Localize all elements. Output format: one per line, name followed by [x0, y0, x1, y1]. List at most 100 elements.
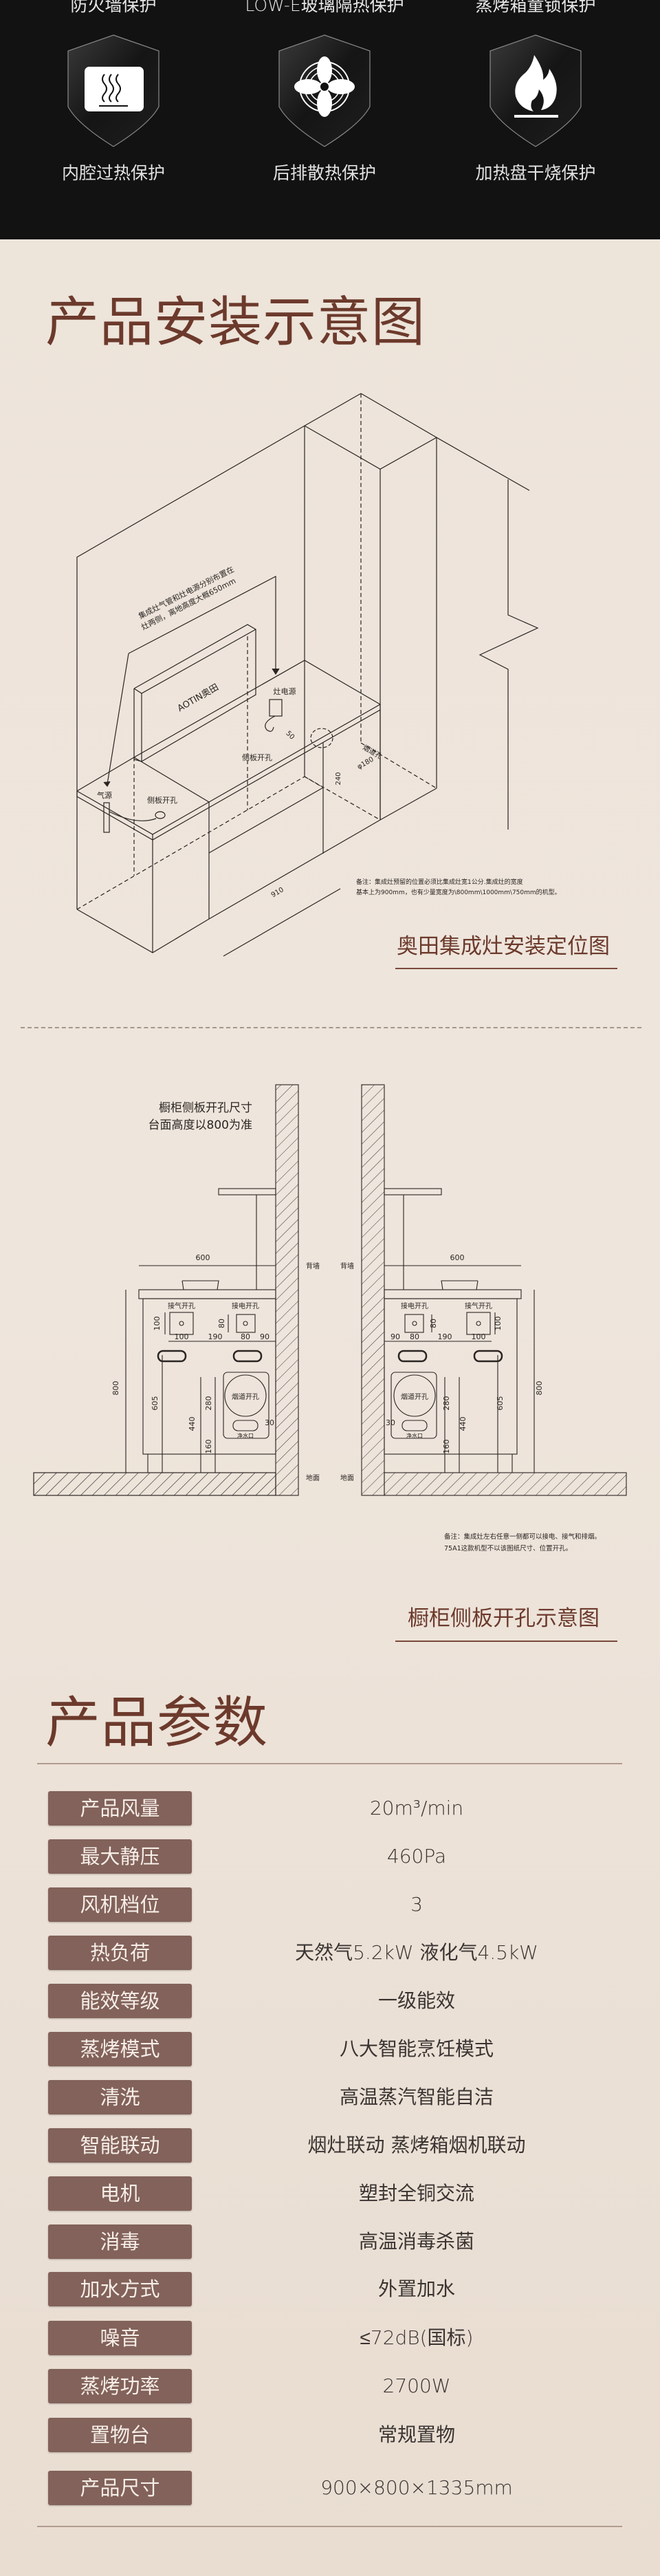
- diagram-label: 接气开孔: [465, 1301, 492, 1310]
- flue-plate: [390, 1372, 437, 1439]
- gas-hole: [466, 1312, 491, 1335]
- hole-dot: [476, 1321, 481, 1326]
- floor-hatch: [384, 1472, 627, 1496]
- diagram-label: 侧板开孔: [147, 795, 177, 805]
- shield-flame-icon: [490, 34, 582, 147]
- install-title: 产品安装示意图: [45, 292, 426, 354]
- drawing-line: [436, 437, 530, 491]
- hidden-line: [304, 776, 324, 788]
- param-value: 2700W: [382, 2374, 451, 2397]
- vent-slot: [473, 1350, 503, 1363]
- section-divider: [21, 1027, 641, 1028]
- cabinet-heading: 台面高度以800为准: [148, 1118, 252, 1132]
- param-value: 3: [410, 1893, 423, 1916]
- param-value: 460Pa: [386, 1845, 447, 1868]
- floor-hatch: [33, 1472, 276, 1496]
- drawing-line: [208, 787, 324, 854]
- remark-text: 基本上为900mm，也有少量宽度为\800mm\1000mm\750mm的机型。: [356, 888, 561, 896]
- dim-label: 605: [151, 1396, 160, 1411]
- wall-hatch: [361, 1084, 385, 1496]
- burner-icon: [182, 1280, 219, 1290]
- socket-icon: [269, 699, 283, 717]
- dim-label: 440: [459, 1417, 468, 1431]
- params-bottom-rule: [37, 2526, 622, 2527]
- drawing-line: [76, 704, 381, 841]
- param-row: 置物台常规置物: [0, 2418, 660, 2452]
- param-label: 噪音: [48, 2321, 192, 2355]
- param-label: 电机: [48, 2176, 192, 2211]
- vent-slot: [232, 1350, 263, 1363]
- dim-label: 190: [438, 1332, 452, 1341]
- dim-label: 100: [472, 1332, 486, 1341]
- param-value: 天然气5.2kW 液化气4.5kW: [295, 1941, 538, 1964]
- side-hole: [155, 811, 166, 819]
- cabinet-body: [384, 1298, 518, 1455]
- feature-label: 后排散热保护: [272, 163, 376, 183]
- diagram-label: 侧板开孔: [242, 753, 272, 762]
- dim-label: 100: [494, 1317, 503, 1331]
- diagram-label: 接气开孔: [168, 1301, 195, 1310]
- param-value: 高温蒸汽智能自洁: [339, 2086, 494, 2108]
- param-label: 风机档位: [48, 1887, 192, 1922]
- dim-label: 605: [496, 1396, 505, 1411]
- diagram-label: 背墙: [340, 1262, 354, 1270]
- dim-label: 90: [390, 1332, 400, 1341]
- dim-label: 80: [241, 1332, 250, 1341]
- cabinet-caption: 橱柜侧板开孔示意图: [408, 1606, 600, 1631]
- vent-slot: [157, 1350, 187, 1363]
- param-label: 最大静压: [48, 1839, 192, 1874]
- dim-label: 190: [208, 1332, 223, 1341]
- gas-hole: [169, 1312, 194, 1335]
- gas-pipe: [103, 802, 110, 833]
- params-top-rule: [37, 1763, 622, 1764]
- cabinet-heading: 橱柜侧板开孔尺寸: [159, 1101, 252, 1115]
- countertop: [384, 1289, 522, 1299]
- flue-hole: [393, 1374, 436, 1417]
- param-row: 能效等级一级能效: [0, 1984, 660, 2018]
- diagram-label: 气源: [97, 790, 112, 800]
- param-value: 外置加水: [377, 2277, 455, 2300]
- param-value: 八大智能烹饪模式: [339, 2037, 494, 2060]
- drawing-line: [76, 660, 382, 835]
- caption-underline: [395, 968, 617, 969]
- param-row: 智能联动烟灶联动 蒸烤箱烟机联动: [0, 2128, 660, 2163]
- drawing-line: [478, 479, 539, 830]
- diagram-label: 灶电源: [274, 686, 296, 696]
- param-value: 烟灶联动 蒸烤箱烟机联动: [307, 2134, 526, 2156]
- drawing-line: [133, 757, 210, 803]
- hole-dot: [179, 1321, 184, 1326]
- drawing-line: [128, 576, 276, 673]
- param-label: 热负荷: [48, 1936, 192, 1970]
- diagram-label: 烟道开孔: [232, 1392, 259, 1401]
- dim-label: 280: [442, 1396, 451, 1411]
- diagram-label: 910: [270, 886, 285, 899]
- param-label: 加水方式: [48, 2272, 192, 2306]
- diagram-label: 240: [335, 772, 342, 785]
- dim-label: 440: [188, 1417, 197, 1431]
- dim-label: 280: [204, 1396, 213, 1411]
- dim-label: 80: [410, 1332, 419, 1341]
- power-hole: [404, 1314, 424, 1333]
- diagram-label: φ180: [356, 756, 375, 771]
- param-row: 热负荷 天然气5.2kW 液化气4.5kW: [0, 1936, 660, 1970]
- param-value: ≤72dB(国标): [360, 2326, 474, 2349]
- dim-label: 80: [429, 1319, 438, 1328]
- drawing-line: [107, 653, 129, 785]
- params-title: 产品参数: [45, 1691, 268, 1755]
- param-label: 消毒: [48, 2225, 192, 2259]
- feature-top-label: 蒸烤箱童锁保护: [475, 0, 596, 15]
- remark-text: 备注：集成灶预留的位置必须比集成灶宽1公分.集成灶的宽度: [356, 878, 523, 886]
- upper-shelf: [218, 1188, 276, 1195]
- dim-label: 80: [217, 1319, 226, 1328]
- param-label: 产品尺寸: [48, 2471, 192, 2505]
- dim-label: 90: [260, 1332, 270, 1341]
- shield-heat-icon: [67, 34, 160, 147]
- dim-label: 30: [386, 1418, 395, 1427]
- hole-dot: [412, 1321, 417, 1326]
- drawing-line: [133, 629, 256, 694]
- param-value: 常规置物: [377, 2423, 455, 2446]
- feature-label: 加热盘干烧保护: [475, 163, 596, 183]
- param-row: 电机塑封全铜交流: [0, 2176, 660, 2211]
